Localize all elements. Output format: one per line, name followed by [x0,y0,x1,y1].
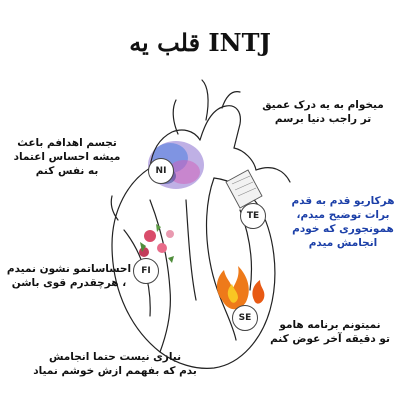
annotation-fi: احساساتمو نشون نمیدم ، هرچقدرم قوی باشن [6,263,132,289]
annotation-te: هرکاریو قدم به قدم برات توضیح میدم، همون… [291,195,395,249]
se-fire-icon [216,266,265,310]
te-paper-icon [225,169,263,209]
annotation-se: نمیتونم برنامه هامو تو دقیقه آخر عوض کنم [270,319,390,345]
tag-ni: NI [148,158,174,184]
page-title: قلب یه INTJ [129,28,271,57]
annotation-bottom: نیازی نیست حتما انجامش بدم که بفهمم ازش … [33,351,197,377]
tag-te: TE [240,203,266,229]
annotation-ni-top-right: میخوام به یه درک عمیق تر راجب دنیا برسم [262,99,384,125]
tag-fi: FI [133,258,159,284]
fi-flowers-icon [139,224,174,263]
tag-se: SE [232,305,258,331]
annotation-ni: تجسم اهدافم باعث میشه احساس اعتماد به نف… [13,137,121,177]
